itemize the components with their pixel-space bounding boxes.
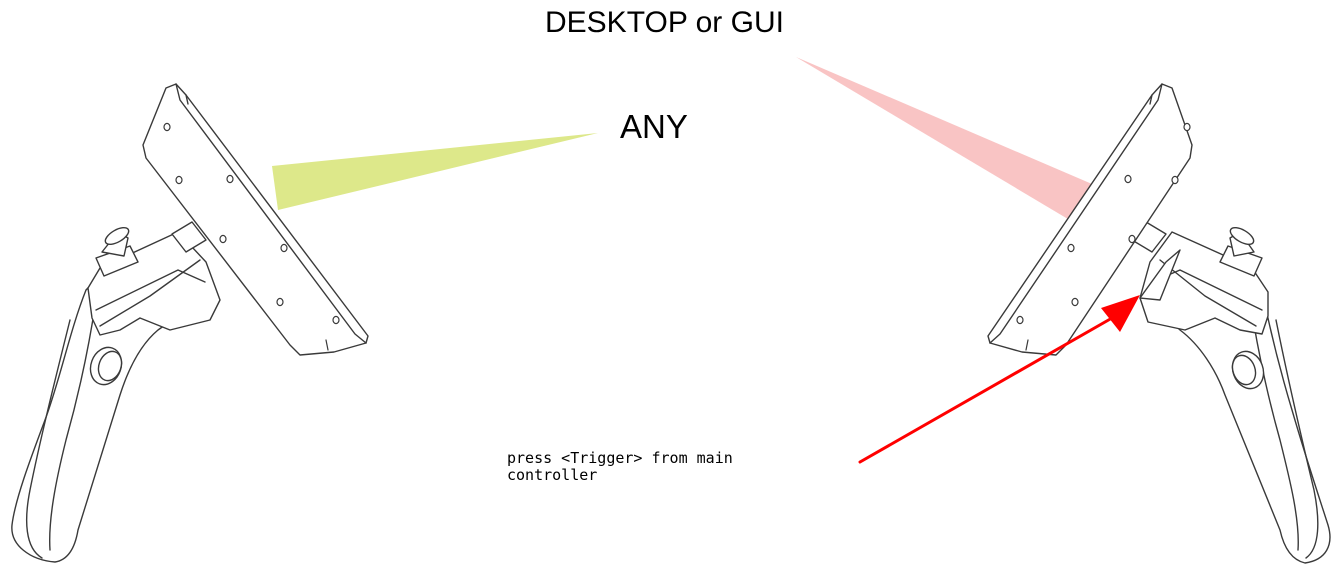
trigger-arrow-head xyxy=(1101,295,1140,332)
trigger-instruction-note: press <Trigger> from main controller xyxy=(507,449,733,484)
left-head-line xyxy=(95,269,206,311)
right-face-button xyxy=(1231,350,1265,390)
left-controller-head xyxy=(87,231,221,336)
right-head-line-2 xyxy=(1159,259,1257,327)
left-grip-inner-line xyxy=(25,319,71,559)
right-thumbstick xyxy=(1219,226,1263,277)
any-pointer-beam xyxy=(272,133,598,210)
left-head-line-2 xyxy=(99,259,201,327)
right-panel-edge-2 xyxy=(1149,94,1153,105)
diagram-title: DESKTOP or GUI xyxy=(545,6,784,39)
left-panel-edge xyxy=(175,83,367,344)
trigger-arrow xyxy=(858,295,1140,464)
right-panel-holes xyxy=(1016,122,1191,351)
left-panel-edge-2 xyxy=(185,94,189,105)
left-face-button xyxy=(89,346,123,386)
right-panel-edge xyxy=(989,83,1163,344)
left-panel-holes xyxy=(163,122,340,351)
right-trigger xyxy=(1139,249,1181,301)
right-grip-inner-line xyxy=(1275,319,1319,559)
any-target-label: ANY xyxy=(620,108,688,145)
left-controller xyxy=(11,83,369,563)
left-stem xyxy=(171,221,207,253)
gui-pointer-beam xyxy=(796,57,1106,228)
right-grip-edge-line xyxy=(1249,299,1299,551)
right-controller xyxy=(987,83,1331,564)
left-thumbstick xyxy=(95,226,139,277)
left-grip-edge-line xyxy=(48,299,97,551)
